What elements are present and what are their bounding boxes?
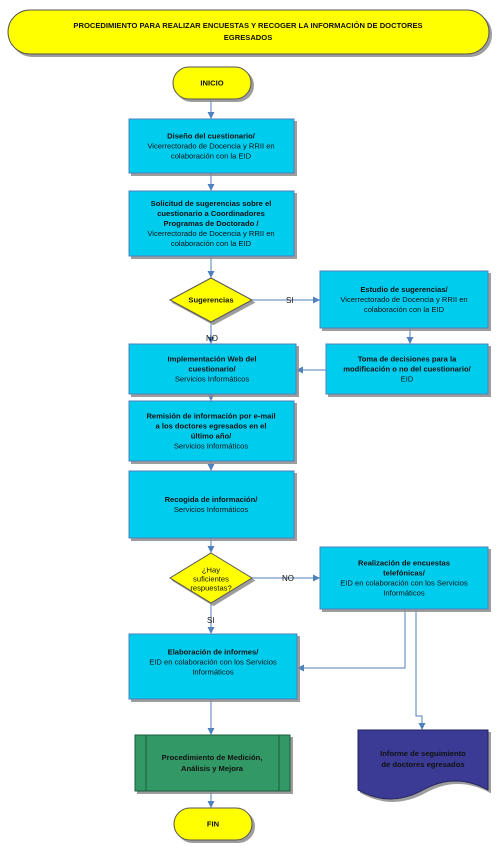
elaboracion-text-line: Elaboración de informes/ — [168, 648, 260, 657]
toma-text-line: modificación o no del cuestionario/ — [343, 365, 471, 374]
remision-text-line: a los doctores egresados en el — [156, 422, 267, 431]
procedimiento-text-line: Análisis y Mejora — [181, 764, 244, 773]
inicio-terminal: INICIO — [172, 66, 252, 100]
solicitud-process: Solicitud de sugerencias sobre elcuestio… — [128, 190, 295, 257]
hay-text-line: ¿Hay — [202, 566, 220, 575]
sugerencias-decision: Sugerencias — [168, 277, 254, 323]
remision-text-line: último año/ — [191, 432, 232, 441]
label-si-sugerencias: SI — [286, 296, 294, 305]
diseno-text-line: Vicerrectorado de Docencia y RRII en — [147, 142, 274, 151]
realizacion-text-line: telefónicas/ — [383, 569, 426, 578]
fin-terminal: FIN — [173, 807, 253, 841]
implementacion-process: Implementación Web delcuestionario/Servi… — [128, 343, 297, 395]
label-no-respuestas: NO — [282, 574, 294, 583]
diseno-text-line: colaboración con la EID — [171, 152, 252, 161]
estudio-process: Estudio de sugerencias/Vicerrectorado de… — [319, 270, 489, 329]
informe-text-line: Informe de seguimiento — [380, 749, 466, 758]
estudio-text-line: colaboración con la EID — [364, 305, 445, 314]
recogida-text-line: Servicios Informáticos — [174, 505, 248, 514]
title-line-2: EGRESADOS — [224, 33, 273, 42]
diseno-process: Diseño del cuestionario/Vicerrectorado d… — [128, 118, 295, 174]
solicitud-text-line: Vicerrectorado de Docencia y RRII en — [147, 229, 274, 238]
solicitud-text-line: colaboración con la EID — [171, 239, 252, 248]
diseno-text-line: Diseño del cuestionario/ — [167, 132, 256, 141]
realizacion-text-line: EID en colaboración con los Servicios — [340, 579, 468, 588]
realizacion-text-line: Realización de encuestas — [358, 559, 450, 568]
recogida-text-line: Recogida de información/ — [165, 495, 259, 504]
hay-text-line: respuestas? — [190, 584, 231, 593]
label-si-respuestas: SI — [207, 616, 215, 625]
solicitud-text-line: Programas de Doctorado / — [164, 219, 260, 228]
elaboracion-text-line: Informáticos — [192, 668, 234, 677]
procedimiento-predefined-process: Procedimiento de Medición, Análisis y Mej… — [134, 734, 291, 792]
estudio-text-line: Estudio de sugerencias/ — [360, 285, 448, 294]
recogida-process: Recogida de información/Servicios Inform… — [128, 470, 295, 539]
estudio-text-line: Vicerrectorado de Docencia y RRII en — [340, 295, 467, 304]
procedimiento-text-line: Procedimiento de Medición, — [162, 753, 263, 762]
inicio-text-line: INICIO — [200, 79, 223, 88]
elaboracion-text-line: EID en colaboración con los Servicios — [149, 658, 277, 667]
implementacion-text-line: Servicios Informáticos — [175, 375, 249, 384]
sugerencias-text-line: Sugerencias — [188, 296, 233, 305]
realizacion-process: Realización de encuestastelefónicas/EID … — [319, 546, 489, 610]
toma-text-line: Toma de decisiones para la — [358, 355, 457, 364]
arrow-realizacion-elaboracion — [297, 609, 406, 672]
remision-text-line: Servicios Informáticos — [174, 442, 248, 451]
realizacion-text-line: Informáticos — [383, 589, 425, 598]
title-banner: PROCEDIMIENTO PARA REALIZAR ENCUESTAS Y … — [7, 9, 490, 55]
informe-text-line: de doctores egresados — [381, 760, 464, 769]
implementacion-text-line: Implementación Web del — [168, 355, 257, 364]
elaboracion-process: Elaboración de informes/EID en colaborac… — [128, 633, 298, 700]
solicitud-text-line: Solicitud de sugerencias sobre el — [151, 199, 272, 208]
solicitud-text-line: cuestionario a Coordinadores — [157, 209, 265, 218]
implementacion-text-line: cuestionario/ — [188, 365, 236, 374]
title-line-1: PROCEDIMIENTO PARA REALIZAR ENCUESTAS Y … — [73, 21, 422, 30]
fin-text-line: FIN — [207, 820, 219, 829]
informe-document: Informe de seguimiento de doctores egresa… — [357, 729, 489, 800]
connectors — [207, 99, 426, 808]
hay-text-line: suficientes — [193, 575, 229, 584]
arrow-realizacion-informe — [415, 609, 426, 730]
remision-text-line: Remisión de información por e-mail — [146, 412, 275, 421]
label-no-sugerencias: NO — [206, 334, 218, 343]
toma-text-line: EID — [401, 375, 414, 384]
